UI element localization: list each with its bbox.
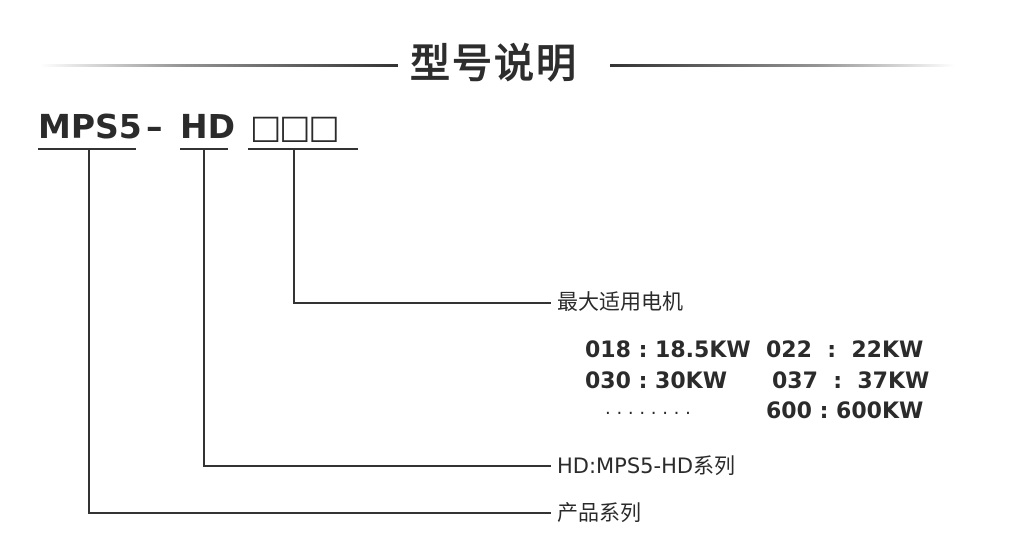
hd-connector-vertical [203, 150, 205, 467]
slots-underline [248, 148, 358, 150]
series-underline [38, 148, 136, 150]
variant-underline [180, 148, 228, 150]
model-code-slots: □□□ [250, 107, 340, 146]
series-connector-vertical [88, 150, 90, 514]
product-series-label: 产品系列 [557, 501, 641, 525]
model-code-series: MPS5 [38, 107, 142, 146]
spec-037: 037 : 37KW [772, 369, 930, 394]
page-title: 型号说明 [410, 41, 578, 87]
spec-600: 600 : 600KW [766, 399, 924, 424]
spec-018: 018 : 18.5KW [585, 338, 751, 363]
title-rule-right [610, 64, 955, 67]
spec-ellipsis: · · · · · · · · [605, 403, 691, 424]
model-code-dash: – [146, 107, 163, 146]
series-connector-horizontal [88, 512, 551, 514]
hd-connector-horizontal [203, 465, 551, 467]
motor-label: 最大适用电机 [557, 290, 683, 314]
title-rule-left [40, 64, 398, 67]
spec-030: 030 : 30KW [585, 369, 727, 394]
model-code-variant: HD [180, 107, 236, 146]
motor-connector-horizontal [293, 302, 551, 304]
spec-022: 022 : 22KW [766, 338, 924, 363]
hd-series-label: HD:MPS5-HD系列 [557, 454, 736, 478]
motor-connector-vertical [293, 150, 295, 304]
